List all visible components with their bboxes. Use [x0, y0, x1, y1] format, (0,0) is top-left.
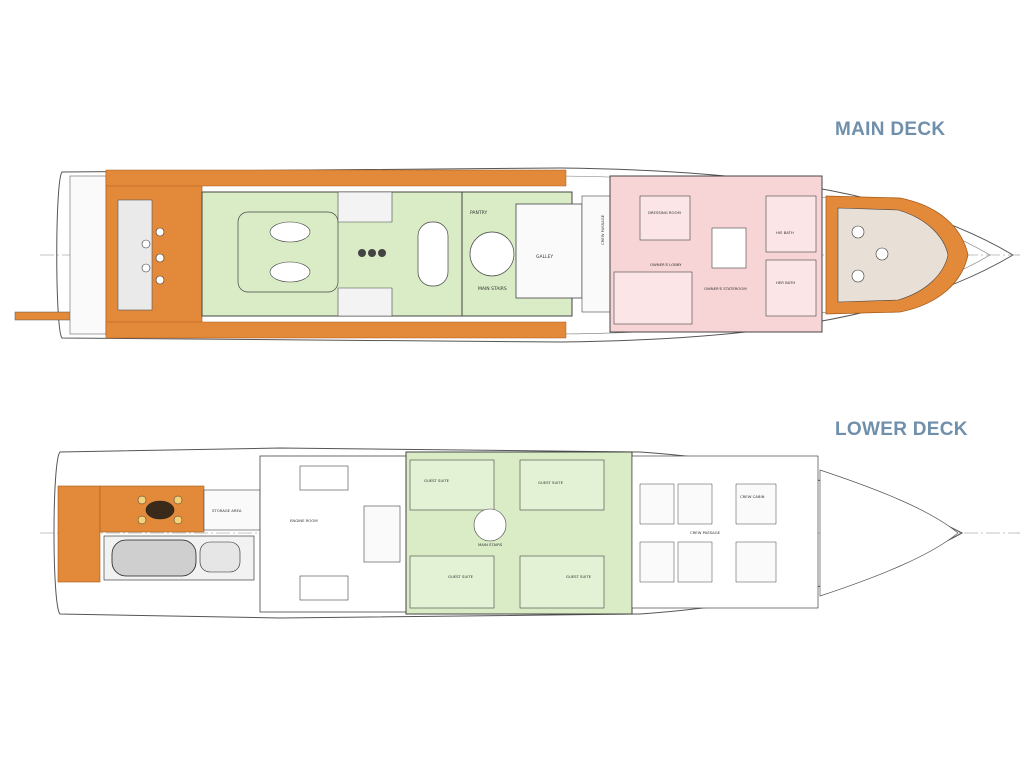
- crew-passage-main-label: CREW PASSAGE: [600, 214, 605, 245]
- salon-coffee-table-2: [269, 261, 311, 283]
- bow-chair-3: [875, 247, 889, 261]
- bc-chair-1: [137, 495, 147, 505]
- crew-cabin-5: [677, 541, 713, 583]
- guest-suite-4-label: GUEST SUITE: [566, 574, 592, 579]
- storage-area-label: STORAGE AREA: [212, 508, 242, 513]
- aft-chair-3: [155, 275, 165, 285]
- crew-cabin-4: [639, 541, 675, 583]
- engine-stbd: [299, 575, 349, 601]
- guest-suite-3-label: GUEST SUITE: [448, 574, 474, 579]
- guest-suite-2: [519, 459, 605, 511]
- salon-stool-2: [368, 249, 376, 257]
- tender: [111, 539, 197, 577]
- forepeak: [819, 469, 959, 597]
- guest-suite-4: [519, 555, 605, 609]
- main-deck-title: MAIN DECK: [835, 119, 946, 140]
- pantry-label: PANTRY: [470, 210, 487, 216]
- salon-stool-1: [358, 249, 366, 257]
- owners-lobby-label: OWNER'S LOBBY: [650, 262, 682, 267]
- crew-area: [631, 455, 819, 609]
- salon-coffee-table: [269, 221, 311, 243]
- salon-stool-3: [378, 249, 386, 257]
- bow-foredeck-lounge: [837, 207, 949, 303]
- dining-table: [417, 221, 449, 287]
- starboard-side-deck: [105, 321, 567, 339]
- dressing-room-label: DRESSING ROOM: [648, 210, 681, 215]
- bc-chair-2: [173, 495, 183, 505]
- crew-cabin-label: CREW CABIN: [740, 494, 765, 499]
- engine-room-label: ENGINE ROOM: [290, 518, 318, 523]
- aft-chair-5: [141, 263, 151, 273]
- aft-lounge: [117, 199, 153, 311]
- crew-cabin-2: [677, 483, 713, 525]
- bc-chair-4: [173, 515, 183, 525]
- her-bath-label: HER BATH: [776, 280, 795, 285]
- crew-cabin-1: [639, 483, 675, 525]
- salon-bar-stbd: [337, 287, 393, 317]
- lower-stairs-spiral: [473, 508, 507, 542]
- dressing-room: [639, 195, 691, 241]
- crew-cabin-3: [735, 483, 777, 525]
- guest-suite-1-label: GUEST SUITE: [424, 478, 450, 483]
- beach-club-teak: [57, 485, 101, 583]
- port-side-deck: [105, 169, 567, 187]
- his-bath: [765, 195, 817, 253]
- his-bath-label: HIS BATH: [776, 230, 794, 235]
- bow-chair-1: [851, 225, 865, 239]
- guest-suite-1: [409, 459, 495, 511]
- engine-port: [299, 465, 349, 491]
- lower-deck-plan: STORAGE AREA ENGINE ROOM GUEST SUITE GUE…: [40, 447, 1020, 619]
- salon-bar-port: [337, 191, 393, 223]
- crew-passage-lower-label: CREW PASSAGE: [690, 530, 721, 535]
- aft-chair-1: [155, 227, 165, 237]
- guest-suite-2-label: GUEST SUITE: [538, 480, 564, 485]
- lower-main-stairs-label: MAIN STAIRS: [478, 542, 503, 547]
- owners-bed: [711, 227, 747, 269]
- owners-stateroom-label: OWNER'S STATEROOM: [704, 286, 747, 291]
- main-deck-plan: PANTRY MAIN STAIRS GALLEY CREW PASSAGE D…: [14, 167, 1020, 343]
- jet-ski: [199, 541, 241, 573]
- galley: [515, 203, 583, 299]
- her-bath: [765, 259, 817, 317]
- lower-deck-title: LOWER DECK: [835, 419, 968, 440]
- aft-chair-2: [155, 253, 165, 263]
- swim-platform: [69, 175, 107, 335]
- main-stairs-label-main: MAIN STAIRS: [478, 286, 507, 292]
- crew-passage-main: [581, 195, 611, 313]
- galley-label: GALLEY: [536, 254, 553, 260]
- salon-sofa-group: [237, 211, 339, 293]
- owners-lobby: [613, 271, 693, 325]
- bow-chair-2: [851, 269, 865, 283]
- guest-suite-3: [409, 555, 495, 609]
- beach-club-table: [145, 500, 175, 520]
- aft-chair-4: [141, 239, 151, 249]
- bc-chair-3: [137, 515, 147, 525]
- crew-cabin-6: [735, 541, 777, 583]
- engine-control: [363, 505, 401, 563]
- main-stairs-spiral: [469, 231, 515, 277]
